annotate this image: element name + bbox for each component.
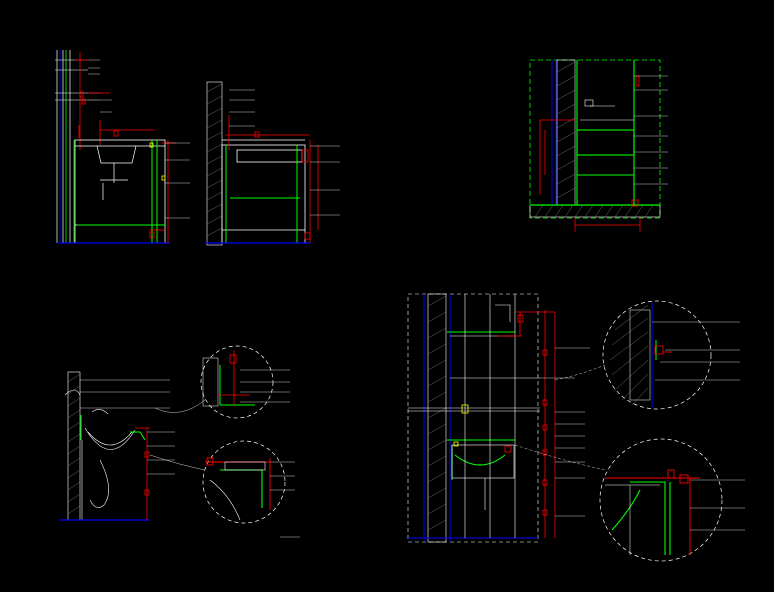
panel-elevation-a — [55, 50, 190, 244]
panel-detail-d — [60, 345, 300, 538]
panel-elevation-b — [205, 81, 340, 246]
panel-plan-c — [529, 59, 668, 232]
panel-section-e — [407, 293, 745, 562]
